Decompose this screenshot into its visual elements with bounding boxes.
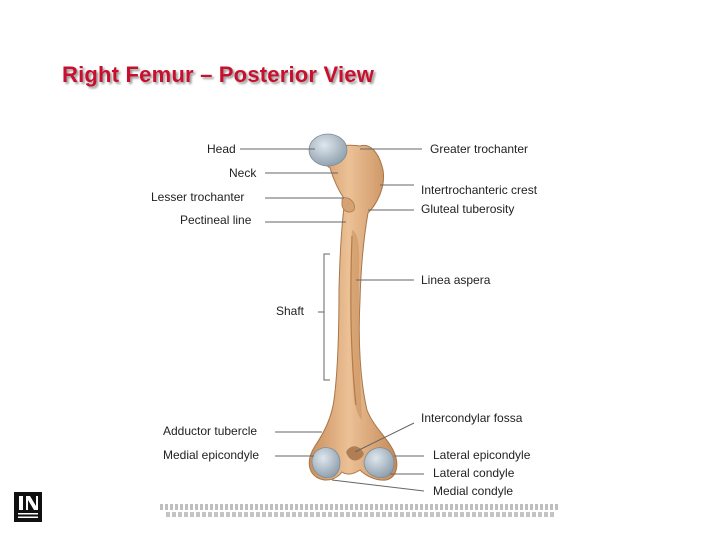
femoral-head-cartilage bbox=[308, 133, 348, 167]
page-title: Right Femur – Posterior View bbox=[62, 62, 375, 87]
leader-medial-condyle bbox=[331, 479, 425, 492]
medial-condyle-cartilage bbox=[311, 447, 341, 479]
label-linea-aspera: Linea aspera bbox=[421, 273, 491, 287]
label-adductor-tubercle: Adductor tubercle bbox=[163, 424, 258, 438]
label-intercondylar-fossa: Intercondylar fossa bbox=[421, 411, 523, 425]
shaft-bracket bbox=[323, 253, 330, 381]
label-lateral-condyle: Lateral condyle bbox=[433, 466, 515, 480]
leader-intercondylar-fossa bbox=[354, 422, 415, 453]
label-medial-condyle: Medial condyle bbox=[433, 484, 514, 498]
label-head: Head bbox=[207, 142, 236, 156]
label-lateral-epicondyle: Lateral epicondyle bbox=[433, 448, 531, 462]
publisher-logo bbox=[14, 492, 42, 522]
label-shaft: Shaft bbox=[276, 304, 305, 318]
label-pectineal-line: Pectineal line bbox=[180, 213, 252, 227]
label-intertrochanteric-crest: Intertrochanteric crest bbox=[421, 183, 538, 197]
label-medial-epicondyle: Medial epicondyle bbox=[163, 448, 260, 462]
lateral-condyle-cartilage bbox=[363, 447, 395, 479]
copyright-line-2 bbox=[166, 512, 556, 517]
label-gluteal-tuberosity: Gluteal tuberosity bbox=[421, 202, 515, 216]
label-lesser-trochanter: Lesser trochanter bbox=[151, 190, 245, 204]
label-greater-trochanter: Greater trochanter bbox=[430, 142, 529, 156]
label-neck: Neck bbox=[229, 166, 257, 180]
copyright-line-1 bbox=[160, 504, 560, 510]
